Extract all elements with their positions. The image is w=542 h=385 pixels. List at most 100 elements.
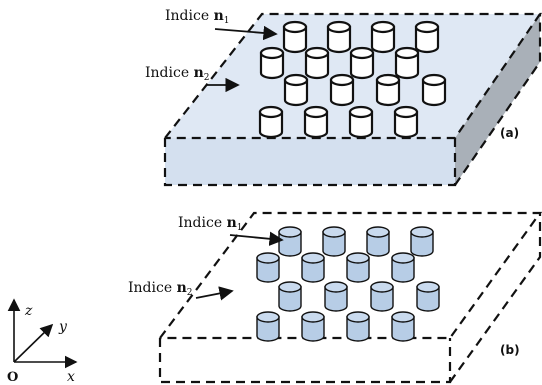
cylinder-top bbox=[256, 311, 280, 323]
cylinder-body bbox=[375, 78, 401, 107]
cylinder-top bbox=[282, 20, 308, 34]
cylinder-top bbox=[346, 311, 370, 323]
cylinder bbox=[304, 46, 330, 80]
cylinder-body bbox=[326, 25, 352, 54]
cylinder-body bbox=[301, 257, 325, 283]
cylinder bbox=[370, 20, 396, 54]
cylinder-top bbox=[393, 105, 419, 119]
cylinder-top bbox=[416, 281, 440, 293]
cylinder-body bbox=[256, 316, 280, 342]
cylinder-body bbox=[304, 51, 330, 80]
cylinder-body bbox=[329, 78, 355, 107]
cylinder-body bbox=[283, 78, 309, 107]
z-axis-label: z bbox=[24, 303, 33, 319]
cylinder bbox=[256, 252, 280, 283]
cylinder bbox=[346, 311, 370, 342]
cylinder-body bbox=[256, 257, 280, 283]
x-axis-label: x bbox=[67, 369, 75, 385]
cylinder-body bbox=[278, 286, 302, 312]
cylinder-top bbox=[301, 252, 325, 264]
cylinder bbox=[421, 73, 447, 107]
cylinder-body bbox=[421, 78, 447, 107]
cylinder-body bbox=[259, 51, 285, 80]
cylinder-body bbox=[366, 231, 390, 257]
cylinder-top bbox=[410, 226, 434, 238]
cylinder bbox=[391, 311, 415, 342]
cylinder-top bbox=[301, 311, 325, 323]
cylinder-body bbox=[278, 231, 302, 257]
cylinder bbox=[301, 311, 325, 342]
cylinder-top bbox=[278, 281, 302, 293]
panel-b-n1-label: Indice n1 bbox=[178, 215, 242, 233]
cylinder-body bbox=[416, 286, 440, 312]
coordinate-axes: z y x O bbox=[7, 298, 78, 385]
cylinder bbox=[258, 105, 284, 139]
panel-b-n2-arrow bbox=[195, 286, 234, 301]
cylinder-body bbox=[324, 286, 348, 312]
cylinder-top bbox=[303, 105, 329, 119]
cylinder-top bbox=[322, 226, 346, 238]
panel-a-n2-label: Indice n2 bbox=[145, 65, 209, 83]
cylinder-top bbox=[375, 73, 401, 87]
cylinder bbox=[329, 73, 355, 107]
cylinder bbox=[393, 105, 419, 139]
cylinder-top bbox=[278, 226, 302, 238]
cylinder-body bbox=[282, 25, 308, 54]
cylinder-top bbox=[324, 281, 348, 293]
panel-a-n1-arrow bbox=[214, 25, 278, 41]
cylinder bbox=[370, 281, 394, 312]
panel-b-n1-arrow bbox=[229, 231, 284, 246]
cylinder bbox=[322, 226, 346, 257]
cylinder-body bbox=[370, 25, 396, 54]
cylinder bbox=[303, 105, 329, 139]
cylinder bbox=[324, 281, 348, 312]
cylinder-top bbox=[394, 46, 420, 60]
cylinder-body bbox=[346, 257, 370, 283]
cylinder-body bbox=[391, 316, 415, 342]
panel-b-slab bbox=[158, 211, 542, 384]
cylinder-top bbox=[391, 311, 415, 323]
panel-b-labels: Indice n1 Indice n2 (b) bbox=[128, 215, 520, 357]
cylinder-body bbox=[410, 231, 434, 257]
cylinder bbox=[259, 46, 285, 80]
cylinder-top bbox=[258, 105, 284, 119]
cylinder-top bbox=[391, 252, 415, 264]
cylinder-top bbox=[304, 46, 330, 60]
cylinder-body bbox=[391, 257, 415, 283]
cylinder-body bbox=[346, 316, 370, 342]
cylinder-body bbox=[322, 231, 346, 257]
cylinder bbox=[375, 73, 401, 107]
cylinder-body bbox=[370, 286, 394, 312]
cylinder bbox=[256, 311, 280, 342]
panel-b-cylinder-lattice bbox=[256, 226, 440, 342]
cylinder-top bbox=[283, 73, 309, 87]
panel-a-labels: Indice n1 Indice n2 (a) bbox=[145, 8, 519, 140]
cylinder-body bbox=[394, 51, 420, 80]
cylinder bbox=[366, 226, 390, 257]
cylinder bbox=[346, 252, 370, 283]
panel-b-tag: (b) bbox=[500, 343, 520, 357]
cylinder bbox=[349, 46, 375, 80]
panel-b-n2-label: Indice n2 bbox=[128, 280, 192, 298]
cylinder bbox=[394, 46, 420, 80]
origin-label: O bbox=[7, 370, 18, 385]
cylinder-top bbox=[346, 252, 370, 264]
cylinder-top bbox=[349, 46, 375, 60]
cylinder-body bbox=[303, 110, 329, 139]
cylinder-top bbox=[370, 20, 396, 34]
cylinder-top bbox=[259, 46, 285, 60]
cylinder bbox=[278, 281, 302, 312]
cylinder-body bbox=[349, 51, 375, 80]
panel-a-tag: (a) bbox=[500, 126, 519, 140]
cylinder bbox=[301, 252, 325, 283]
cylinder-body bbox=[348, 110, 374, 139]
cylinder-top bbox=[366, 226, 390, 238]
cylinder bbox=[283, 73, 309, 107]
cylinder bbox=[326, 20, 352, 54]
cylinder-body bbox=[393, 110, 419, 139]
cylinder-top bbox=[256, 252, 280, 264]
y-axis-label: y bbox=[58, 319, 68, 335]
cylinder bbox=[348, 105, 374, 139]
